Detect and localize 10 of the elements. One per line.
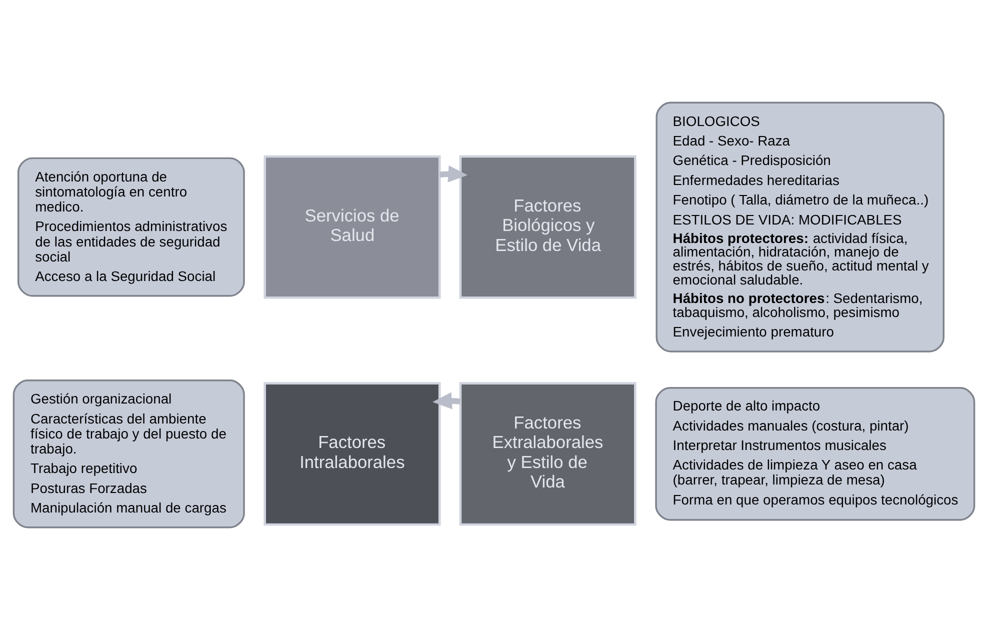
node-box: Atención oportuna de sintomatología en centro medico. Procedimientos administrativos de las entidades de seguridad social Acceso a la Seguridad Social [16, 156, 244, 296]
node-box: BIOLOGICOS Edad - Sexo- Raza Genética - Predisposición Enfermedades hereditarias Fenotipo ( Talla, diámetro de la muñeca..) ESTILOS DE VIDA: MODIFICABLES Hábitos protectores: actividad física, alimentación, hidratación, manejo de estrés, hábitos de sueño, actitud mental y emocional saludable. Hábitos no protectores: Sedentarismo, tabaquismo, alcoholismo, pesimismo Envejecimiento prematuro [655, 101, 944, 352]
node-box: Factores Extralaborales y Estilo de Vida [458, 382, 636, 526]
node-box: Deporte de alto impacto Actividades manuales (costura, pintar) Interpretar Instrumentos musicales Actividades de limpieza Y aseo en casa (barrer, trapear, limpieza de mesa) Forma en que operamos equipos tecnológicos [654, 386, 975, 520]
arrow [438, 164, 468, 182]
node-box: Gestión organizacional Características del ambiente físico de trabajo y del puesto de trabajo. Trabajo repetitivo Posturas Forzadas Manipulación manual de cargas [12, 379, 244, 528]
node-box: Factores Intralaborales [263, 382, 440, 526]
node-box: Servicios de Salud [263, 154, 440, 298]
arrow [432, 392, 460, 409]
node-box: Factores Biológicos y Estilo de Vida [458, 154, 636, 298]
